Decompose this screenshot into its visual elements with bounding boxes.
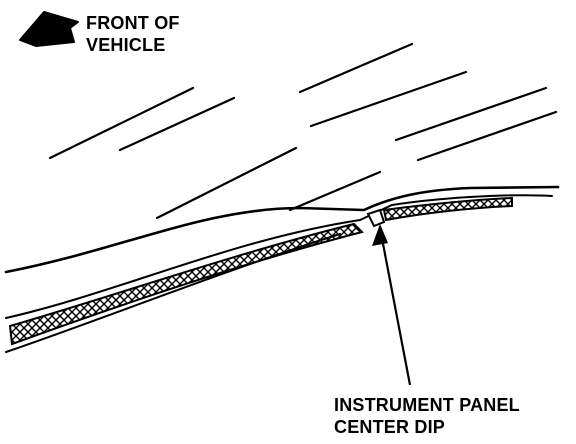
center-dip-label-line1: INSTRUMENT PANEL [334, 395, 520, 415]
front-label-line1: FRONT OF [86, 13, 180, 33]
windshield-base-edge [4, 185, 560, 274]
front-label-line2: VEHICLE [86, 35, 166, 55]
left-defroster-vent [8, 222, 364, 346]
center-dip-label-line2: CENTER DIP [334, 417, 446, 437]
instrument-panel-center-dip-label: INSTRUMENT PANEL CENTER DIP [334, 394, 520, 438]
right-defroster-vent [382, 196, 513, 222]
front-arrow-icon [19, 11, 79, 47]
windshield-lines [48, 42, 558, 220]
dash-cowl-contour [5, 194, 553, 319]
center-dip-notch [366, 208, 386, 228]
center-dip-leader [372, 224, 412, 386]
front-of-vehicle-label: FRONT OF VEHICLE [86, 12, 180, 56]
